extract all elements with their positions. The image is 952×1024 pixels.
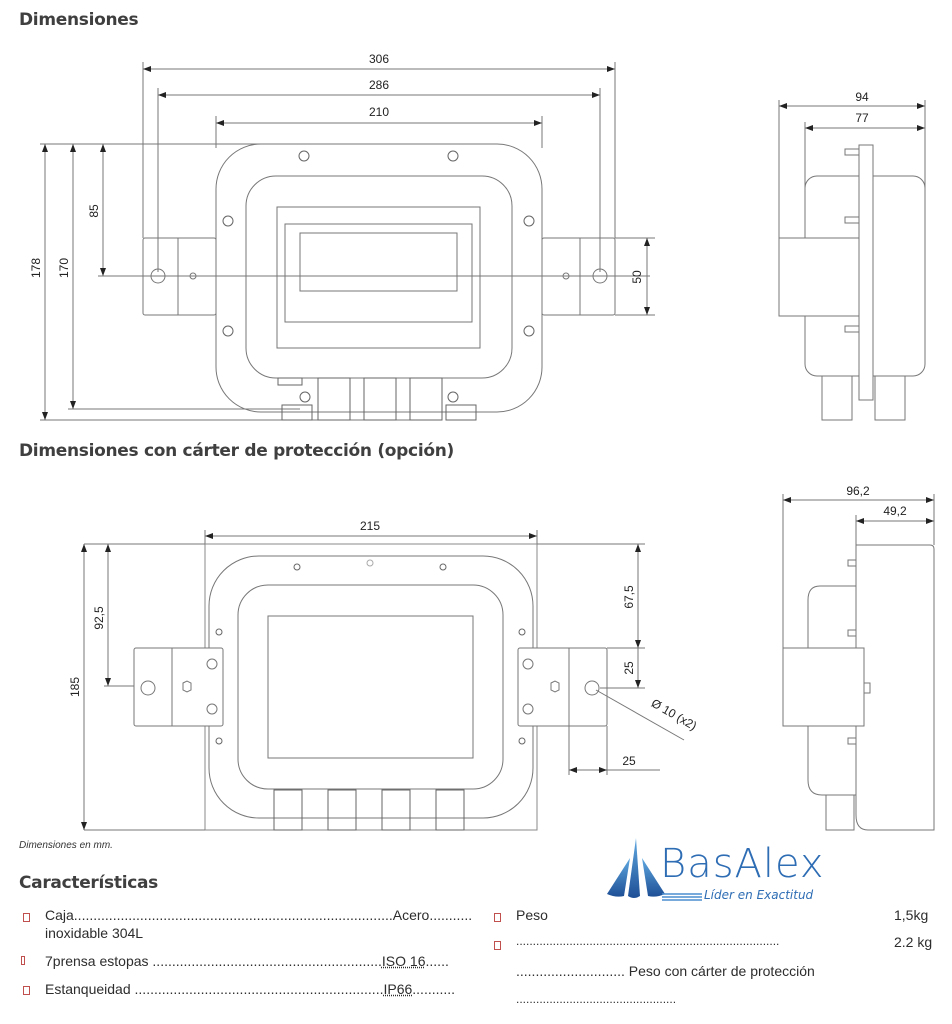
protection-front-view-drawing bbox=[81, 530, 685, 831]
dim-306: 306 bbox=[369, 52, 389, 66]
dim-25-vertical: 25 bbox=[622, 661, 636, 675]
bullet-icon bbox=[21, 956, 25, 965]
dim-185: 185 bbox=[68, 677, 82, 697]
features-title: Características bbox=[19, 873, 158, 893]
dim-hole-diameter: Ø 10 (x2) bbox=[649, 696, 699, 733]
dim-92-5: 92,5 bbox=[92, 606, 106, 630]
leader-dots: ........... bbox=[412, 981, 456, 997]
dim-178: 178 bbox=[29, 258, 43, 278]
bullet-icon bbox=[494, 941, 501, 950]
feature-caja-continued: inoxidable 304L bbox=[45, 925, 144, 941]
feature-estanqueidad: Estanqueidad ...........................… bbox=[45, 981, 455, 997]
feature-peso-carter-label: ............................ Peso con cá… bbox=[516, 963, 815, 979]
leader-dots: ........................................… bbox=[130, 981, 384, 997]
dim-215: 215 bbox=[360, 519, 380, 533]
feature-prensa-estopas: 7prensa estopas ........................… bbox=[45, 953, 449, 969]
basalex-logo: BasAlex Líder en Exactitud bbox=[602, 836, 832, 906]
logo-spire-icon bbox=[607, 838, 702, 901]
feature-label: 7prensa estopas bbox=[45, 953, 149, 969]
dim-210: 210 bbox=[369, 105, 389, 119]
protection-dimensions-title: Dimensiones con cárter de protección (op… bbox=[19, 441, 455, 461]
dim-49-2: 49,2 bbox=[883, 504, 907, 518]
feature-value: IP66 bbox=[383, 981, 413, 997]
protection-side-view-drawing bbox=[782, 494, 935, 831]
units-note: Dimensiones en mm. bbox=[19, 840, 113, 851]
feature-peso-carter-dots: ........................................… bbox=[516, 934, 780, 948]
dim-286: 286 bbox=[369, 78, 389, 92]
leader-dots: ........................................… bbox=[148, 953, 382, 969]
side-view-drawing bbox=[778, 100, 926, 421]
feature-peso-carter-trailing-dots: ........................................… bbox=[516, 992, 677, 1006]
feature-peso-carter-value: 2.2 kg bbox=[894, 934, 933, 950]
logo-wordmark: BasAlex bbox=[660, 841, 825, 887]
feature-label: Caja bbox=[45, 907, 74, 923]
bullet-icon bbox=[494, 913, 501, 922]
dim-94: 94 bbox=[855, 90, 869, 104]
bullet-icon bbox=[23, 986, 30, 995]
logo-tagline: Líder en Exactitud bbox=[704, 888, 814, 902]
feature-peso-value: 1,5kg bbox=[894, 907, 929, 923]
dim-25-horizontal: 25 bbox=[622, 754, 636, 768]
dim-77: 77 bbox=[855, 111, 869, 125]
feature-peso-label: Peso bbox=[516, 907, 548, 923]
feature-value: Acero bbox=[392, 907, 430, 923]
leader-dots: ........... bbox=[429, 907, 473, 923]
dim-50: 50 bbox=[630, 270, 644, 284]
dim-85: 85 bbox=[87, 204, 101, 218]
feature-caja: Caja....................................… bbox=[45, 907, 472, 923]
dim-170: 170 bbox=[57, 258, 71, 278]
front-view-drawing bbox=[40, 62, 655, 421]
dimensions-title: Dimensiones bbox=[19, 10, 139, 30]
leader-dots: ........................................… bbox=[73, 907, 393, 923]
dim-96-2: 96,2 bbox=[846, 484, 870, 498]
leader-dots: ...... bbox=[425, 953, 449, 969]
feature-value: ISO 16 bbox=[381, 953, 426, 969]
bullet-icon bbox=[23, 913, 30, 922]
feature-label: Estanqueidad bbox=[45, 981, 131, 997]
dim-67-5: 67,5 bbox=[622, 585, 636, 609]
